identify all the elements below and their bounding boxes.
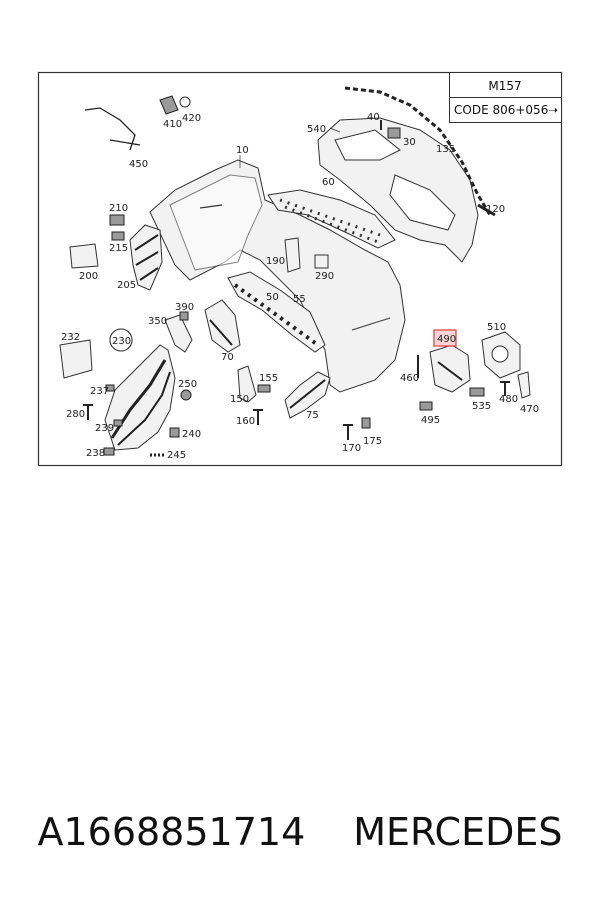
callout-10: 10	[236, 145, 249, 156]
callout-135: 135	[436, 144, 455, 155]
callout-175: 175	[363, 436, 382, 447]
clip-238	[103, 447, 115, 456]
engine-code-label: M157	[488, 79, 521, 93]
highlight-box-490	[433, 329, 457, 347]
callout-460: 460	[400, 373, 419, 384]
screw-170	[343, 424, 353, 440]
clip-495	[419, 401, 433, 411]
side-bracket-205	[129, 224, 163, 291]
screw-160	[253, 409, 263, 425]
bracket-350	[164, 314, 193, 353]
callout-495: 495	[421, 415, 440, 426]
callout-420: 420	[182, 113, 201, 124]
clip-strip	[477, 203, 496, 217]
bracket-190	[284, 237, 301, 273]
callout-55: 55	[293, 294, 306, 305]
bracket-70	[204, 299, 241, 353]
callout-390: 390	[175, 302, 194, 313]
reinforcement-strip	[267, 189, 396, 249]
pad-30	[387, 127, 401, 139]
brand-name: MERCEDES	[353, 810, 563, 854]
callout-60: 60	[322, 177, 335, 188]
callout-535: 535	[472, 401, 491, 412]
clip-535	[469, 387, 485, 397]
sensor-410-420	[159, 95, 191, 115]
bracket-150	[237, 365, 257, 403]
callout-450: 450	[129, 159, 148, 170]
clip-237	[105, 384, 115, 392]
callout-237: 237	[90, 386, 109, 397]
callout-250: 250	[178, 379, 197, 390]
arrow-icon: ➝	[548, 103, 558, 117]
callout-410: 410	[163, 119, 182, 130]
callout-239: 239	[95, 423, 114, 434]
footer-caption: A1668851714 MERCEDES	[0, 802, 600, 862]
callout-215: 215	[109, 243, 128, 254]
callout-480: 480	[499, 394, 518, 405]
clip-215	[111, 231, 125, 241]
callout-280: 280	[66, 409, 85, 420]
callout-470: 470	[520, 404, 539, 415]
callout-30: 30	[403, 137, 416, 148]
callout-490: 490	[437, 334, 456, 345]
callout-40: 40	[367, 112, 380, 123]
callout-160: 160	[236, 416, 255, 427]
callout-150: 150	[230, 394, 249, 405]
callout-75: 75	[306, 410, 319, 421]
callout-120: 120	[486, 204, 505, 215]
housing-510	[481, 331, 521, 379]
callout-230: 230	[112, 336, 131, 347]
clip-239	[113, 419, 123, 427]
clip-290	[314, 254, 329, 269]
callout-245: 245	[167, 450, 186, 461]
callout-540: 540	[307, 124, 326, 135]
callout-205: 205	[117, 280, 136, 291]
option-code-label: CODE 806+056	[454, 103, 548, 117]
clip-210	[109, 214, 125, 226]
side-pad-232	[59, 339, 93, 379]
callout-155: 155	[259, 373, 278, 384]
clip-390	[179, 311, 189, 321]
callout-70: 70	[221, 352, 234, 363]
callout-170: 170	[342, 443, 361, 454]
trim-strip	[344, 86, 492, 216]
clip-155	[257, 384, 271, 393]
callout-210: 210	[109, 203, 128, 214]
callout-510: 510	[487, 322, 506, 333]
callout-labels: 10 30 40 50 55 60 70 75 120 135 150 155 …	[61, 112, 539, 461]
screw-280	[83, 404, 93, 420]
energy-absorber	[227, 271, 326, 353]
parts-diagram: M157 CODE 806+056 ➝	[37, 71, 563, 467]
clip-240	[169, 427, 180, 438]
clip-175	[361, 417, 371, 429]
callout-200: 200	[79, 271, 98, 282]
bracket-75	[284, 371, 331, 419]
part-number: A1668851714	[37, 810, 306, 854]
wiring-harness-450	[84, 107, 141, 151]
callout-290: 290	[315, 271, 334, 282]
grommet-250	[180, 389, 192, 401]
clip-470	[517, 371, 531, 399]
callout-350: 350	[148, 316, 167, 327]
screw-480	[500, 381, 510, 396]
callout-240: 240	[182, 429, 201, 440]
bumper-cover	[149, 155, 406, 393]
reflector-200	[69, 243, 99, 269]
diffuser-panel	[317, 117, 479, 263]
callout-50: 50	[266, 292, 279, 303]
callout-232: 232	[61, 332, 80, 343]
callout-circle-230	[109, 328, 133, 352]
callout-190: 190	[266, 256, 285, 267]
callout-238: 238	[86, 448, 105, 459]
legend-box: M157 CODE 806+056 ➝	[449, 72, 562, 123]
